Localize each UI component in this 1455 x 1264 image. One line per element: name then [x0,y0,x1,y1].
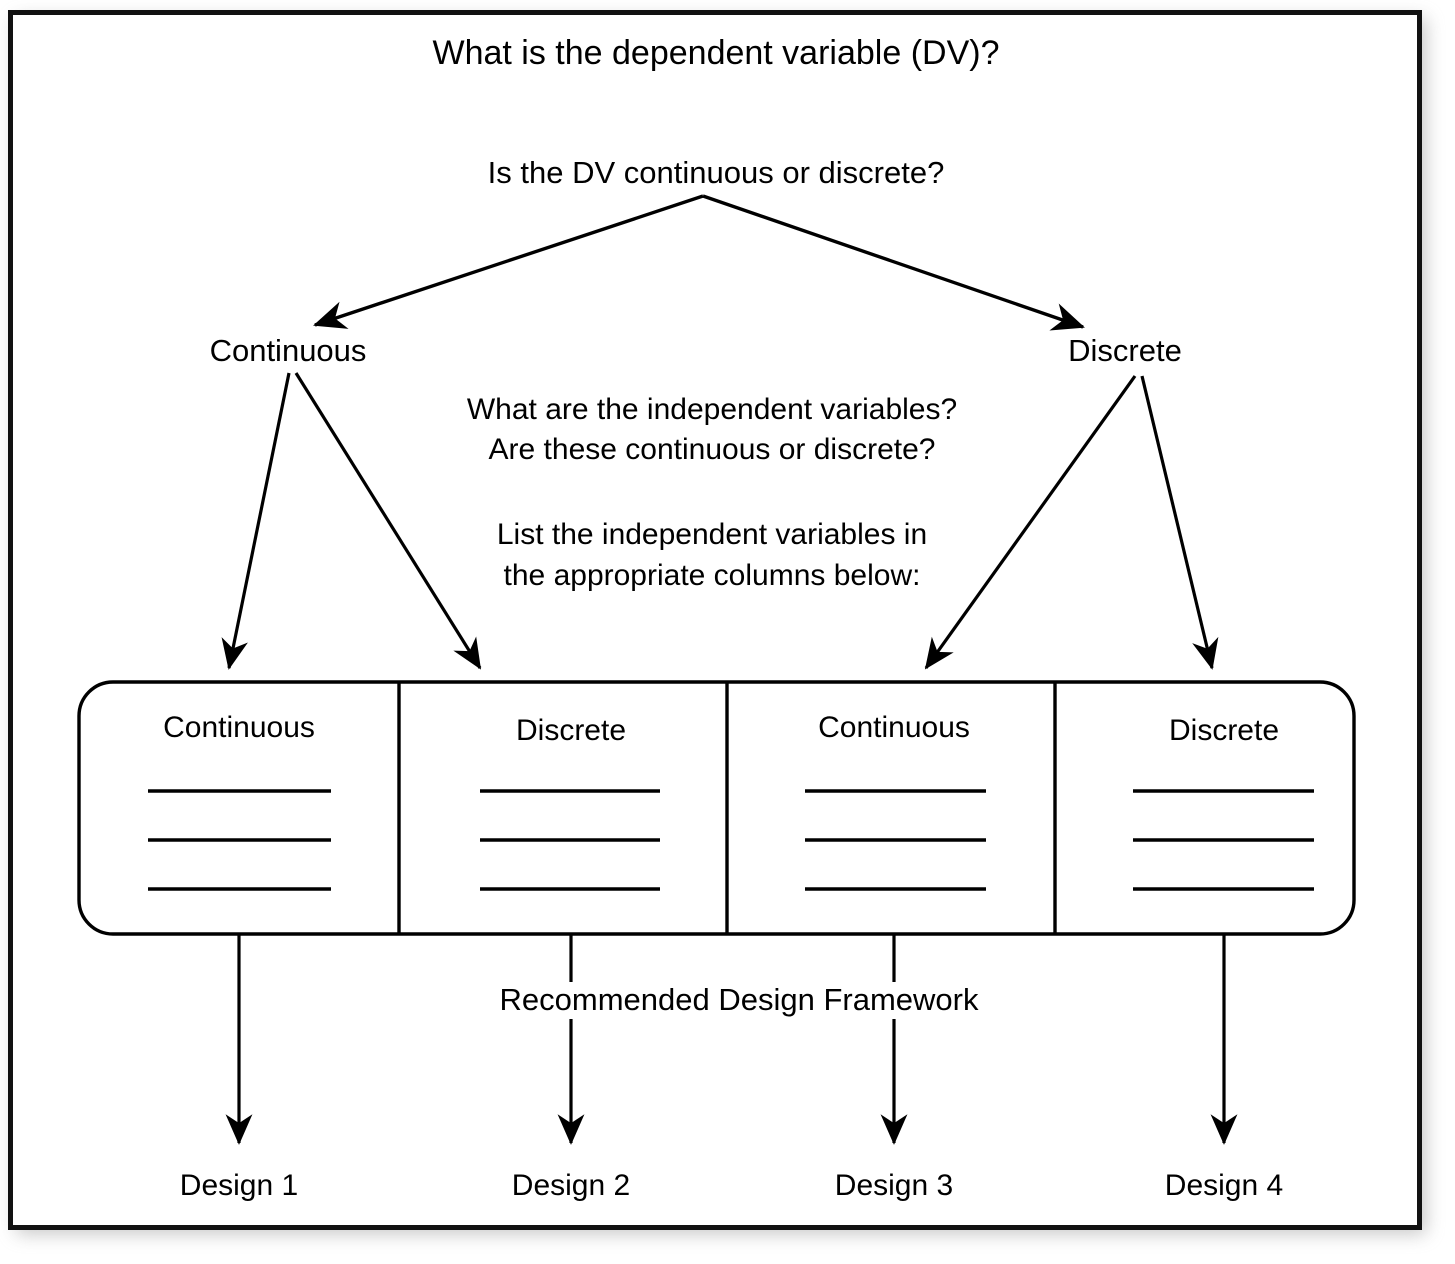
outcome-design-4: Design 4 [1164,1169,1284,1202]
outcome-design-2: Design 2 [511,1169,631,1202]
iv-instruction-line-1: List the independent variables in [496,518,928,551]
framework-label: Recommended Design Framework [489,982,989,1019]
table-column-header-2: Discrete [515,714,627,747]
blank-lines-column-3 [805,789,986,891]
table-column-header-4: Discrete [1168,714,1280,747]
iv-instruction-line-2: the appropriate columns below: [503,559,921,592]
table-column-header-1: Continuous [163,711,315,744]
table-column-header-3: Continuous [818,711,970,744]
blank-lines-column-2 [480,789,660,891]
iv-question-line-2: Are these continuous or discrete? [488,433,936,466]
dv-type-question: Is the DV continuous or discrete? [487,155,945,190]
dv-question-title: What is the dependent variable (DV)? [432,34,1000,72]
arrow-discrete-to-column-3 [924,375,1137,670]
arrow-dv-to-continuous [313,194,704,329]
arrow-continuous-to-column-1 [221,372,291,670]
branch-label-discrete: Discrete [1068,333,1182,368]
variables-table-outline [77,680,1356,936]
outcome-design-3: Design 3 [834,1169,954,1202]
outcome-design-1: Design 1 [179,1169,299,1202]
arrow-dv-to-discrete [702,194,1085,331]
arrow-continuous-to-column-2 [294,372,482,670]
blank-lines-column-1 [148,789,331,891]
arrow-discrete-to-column-4 [1140,375,1219,670]
blank-lines-column-4 [1133,789,1314,891]
branch-label-continuous: Continuous [209,333,367,368]
iv-question-line-1: What are the independent variables? [466,393,958,426]
diagram-frame-border [8,10,1422,1230]
